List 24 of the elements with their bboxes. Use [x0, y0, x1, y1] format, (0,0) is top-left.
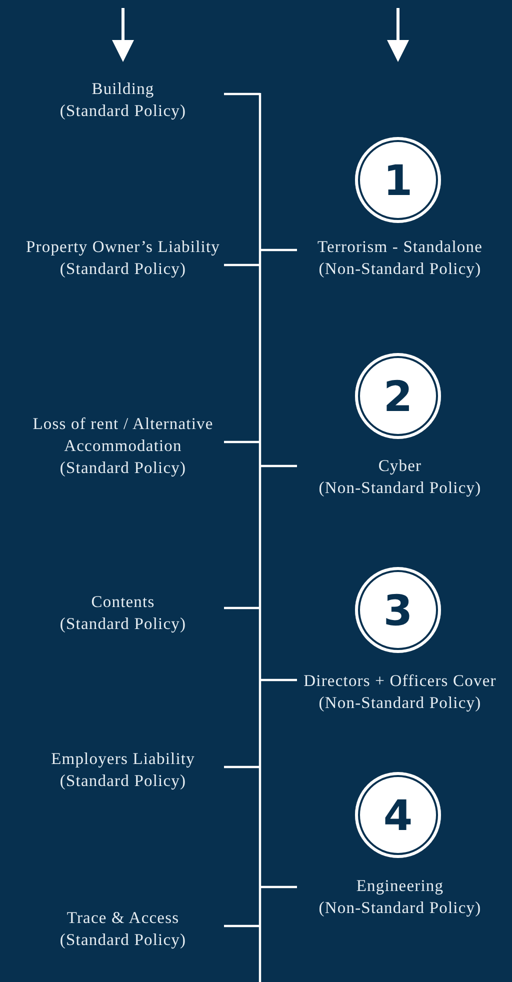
number-badge: 2 [355, 353, 441, 439]
number-badge: 3 [355, 567, 441, 653]
coverage-title: Building [90, 78, 156, 100]
coverage-title: Employers Liability [50, 748, 196, 770]
policy-type-label: (Non-Standard Policy) [318, 897, 482, 919]
policy-type-label: (Standard Policy) [58, 770, 188, 792]
coverage-title: Property Owner’s Liability [24, 236, 221, 258]
number-badge: 1 [355, 137, 441, 223]
policy-type-label: (Standard Policy) [58, 613, 188, 635]
coverage-title: Contents [90, 591, 156, 613]
coverage-title: Trace & Access [66, 907, 180, 929]
coverage-title: Loss of rent / Alternative Accommodation [32, 413, 214, 457]
coverage-title: Terrorism - Standalone [316, 236, 484, 258]
policy-type-label: (Non-Standard Policy) [318, 258, 482, 280]
policy-type-label: (Standard Policy) [58, 457, 188, 479]
policy-type-label: (Non-Standard Policy) [318, 692, 482, 714]
coverage-title: Engineering [355, 875, 445, 897]
policy-type-label: (Standard Policy) [58, 100, 188, 122]
number-badge: 4 [355, 772, 441, 858]
coverage-title: Cyber [377, 455, 423, 477]
coverage-title: Directors + Officers Cover [302, 670, 498, 692]
policy-type-label: (Non-Standard Policy) [318, 477, 482, 499]
policy-type-label: (Standard Policy) [58, 929, 188, 951]
policy-type-label: (Standard Policy) [58, 258, 188, 280]
